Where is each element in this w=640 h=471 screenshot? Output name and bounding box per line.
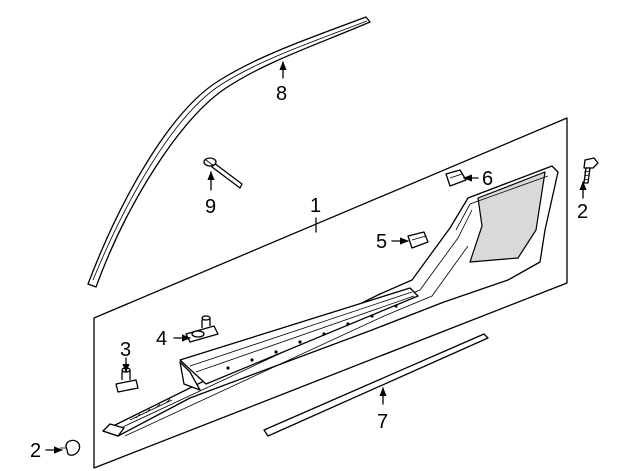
callout-5: 5 — [376, 231, 387, 253]
callout-2-right: 2 — [577, 201, 588, 223]
retainer-part-4 — [185, 315, 219, 343]
callout-1: 1 — [310, 195, 321, 217]
clip-part-3 — [115, 367, 139, 393]
roof-molding-part — [87, 16, 371, 288]
lower-molding-part — [263, 333, 489, 437]
callout-3: 3 — [120, 339, 131, 361]
screw-right-part — [583, 157, 599, 184]
assembly-panel — [93, 117, 568, 469]
callout-7: 7 — [377, 411, 388, 433]
callout-8: 8 — [276, 83, 287, 105]
push-pin-part — [203, 157, 243, 189]
callout-6: 6 — [482, 168, 493, 190]
clip-part-5 — [407, 231, 429, 249]
clip-part-6 — [445, 169, 467, 187]
callout-4: 4 — [156, 328, 167, 350]
rocker-molding-part — [102, 165, 559, 437]
callout-2-left: 2 — [30, 440, 41, 462]
push-clip-left-part — [60, 439, 81, 456]
callout-9: 9 — [205, 196, 216, 218]
